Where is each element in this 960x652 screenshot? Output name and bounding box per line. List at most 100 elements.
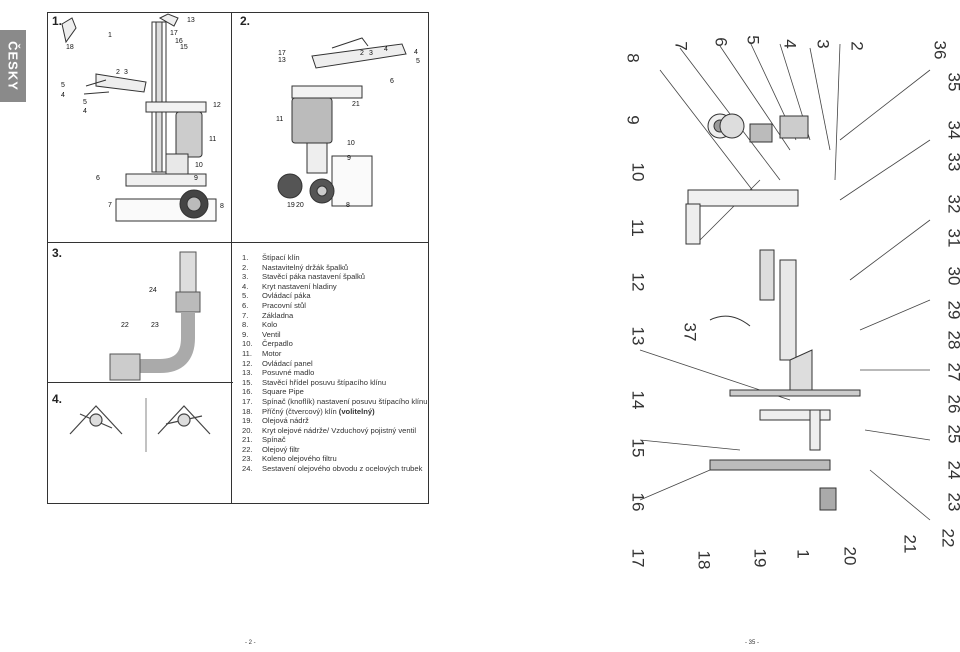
part-callout-number: 11 [627, 219, 647, 237]
part-text: Nastavitelný držák špalků [262, 262, 349, 272]
page-number-right: - 35 - [745, 640, 760, 646]
part-number: 4. [242, 281, 249, 291]
part-number: 13. [242, 368, 253, 378]
part-callout-number: 23 [944, 492, 960, 512]
part-note: (volitelný) [338, 406, 375, 416]
part-callout-number: 25 [944, 424, 960, 444]
parts-list-item: 18. Příčný (čtvercový) klín (volitelný) [242, 407, 428, 417]
divider [231, 12, 232, 242]
part-callout-number: 34 [944, 120, 960, 140]
part-callout-number: 17 [628, 548, 648, 568]
part-callout-number: 32 [944, 194, 960, 214]
part-callout-number: 12 [628, 272, 648, 292]
part-callout-number: 33 [944, 152, 960, 172]
parts-list-item: 22. Olejový filtr [242, 445, 428, 455]
part-description: Základna [262, 311, 293, 321]
part-text: Ventil [262, 329, 281, 339]
part-number: 18. [242, 406, 253, 416]
parts-list-item: 5.Ovládací páka [242, 291, 428, 301]
divider [47, 382, 233, 383]
part-callout-number: 37 [680, 322, 700, 342]
part-text: Pracovní stůl [262, 300, 306, 310]
part-number: 2. [242, 262, 249, 272]
part-description: Čerpadlo [262, 339, 293, 349]
part-callout-number: 36 [930, 40, 950, 60]
parts-list-item: 10. Čerpadlo [242, 339, 428, 349]
parts-list-item: 9. Ventil [242, 330, 428, 340]
section-2-label: 2. [240, 14, 251, 28]
log-splitter-side-illustration [277, 37, 407, 207]
part-callout-number: 1 [793, 549, 813, 559]
part-callout-number: 18 [694, 550, 714, 570]
part-text: Základna [262, 310, 294, 320]
part-callout-number: 28 [944, 330, 960, 350]
part-callout-number: 26 [944, 394, 960, 414]
part-description: Motor [262, 349, 281, 359]
part-description: Příčný (čtvercový) klín (volitelný) [262, 407, 375, 417]
part-number: 12. [242, 358, 253, 368]
parts-list-item: 6. Pracovní stůl [242, 301, 428, 311]
section-4-label: 4. [52, 392, 63, 406]
part-description: Ovládací panel [262, 359, 313, 369]
part-text: Stavěcí páka nastavení špalků [262, 272, 366, 282]
part-callout-number: 10 [628, 162, 648, 182]
parts-list-item: 17.Spínač (knoflík) nastavení posuvu ští… [242, 397, 428, 407]
part-description: Stavěcí hřídel posuvu štípacího klínu [262, 378, 386, 388]
parts-list-item: 7. Základna [242, 311, 428, 321]
part-text: Spínač [262, 435, 286, 445]
part-text: Posuvné madlo [262, 368, 315, 378]
part-number: 19. [242, 416, 253, 426]
part-text: Kryt olejové nádrže/ Vzduchový pojistný … [262, 425, 417, 435]
part-number: 10. [242, 339, 253, 349]
part-callout-number: 21 [900, 534, 920, 554]
log-splitter-front-illustration [61, 13, 217, 222]
parts-list-item: 23. Koleno olejového filtru [242, 454, 428, 464]
part-text: Kryt nastavení hladiny [262, 281, 337, 291]
part-description: Kryt nastavení hladiny [262, 282, 337, 292]
part-callout-number: 20 [840, 546, 860, 566]
part-number: 16. [242, 387, 253, 397]
part-number: 6. [242, 300, 249, 310]
part-text: Ovládací panel [262, 358, 313, 368]
part-callout-number: 24 [944, 460, 960, 480]
parts-list-item: 11.Motor [242, 349, 428, 359]
part-callout-number: 13 [628, 326, 648, 346]
part-text: Kolo [262, 320, 278, 330]
part-description: Ovládací páka [262, 291, 311, 301]
page-number-left: - 2 - [245, 640, 256, 646]
part-number: 22. [242, 444, 253, 454]
part-text: Štípací klín [262, 253, 300, 262]
part-callout-number: 29 [944, 300, 960, 320]
divider [47, 242, 429, 243]
part-description: Olejový filtr [262, 445, 300, 455]
parts-list-item: 20.Kryt olejové nádrže/ Vzduchový pojist… [242, 426, 428, 436]
part-callout-number: 30 [944, 266, 960, 286]
part-number: 23. [242, 454, 253, 464]
part-description: Koleno olejového filtru [262, 454, 337, 464]
part-number: 7. [242, 310, 249, 320]
part-description: Kryt olejové nádrže/ Vzduchový pojistný … [262, 426, 416, 436]
parts-list-item: 4. Kryt nastavení hladiny [242, 282, 428, 292]
parts-list-item: 21. Spínač [242, 435, 428, 445]
section-1-label: 1. [52, 14, 63, 28]
parts-list-item: 1.Štípací klín [242, 253, 428, 263]
part-callout-number: 22 [938, 528, 958, 548]
part-description: Ventil [262, 330, 281, 340]
part-callout-number: 14 [628, 390, 648, 410]
part-text: Motor [262, 348, 282, 358]
part-text: Čerpadlo [262, 339, 293, 349]
part-number: 17. [242, 396, 253, 406]
part-callout-number: 3 [813, 39, 833, 49]
part-description: Pracovní stůl [262, 301, 306, 311]
handle-assembly-illustration [69, 398, 211, 452]
part-number: 9. [242, 329, 249, 339]
parts-list-item: 12. Ovládací panel [242, 359, 428, 369]
part-number: 21. [242, 435, 253, 445]
part-description: Sestavení olejového obvodu z ocelových t… [262, 464, 422, 474]
part-description: Nastavitelný držák špalků [262, 263, 348, 273]
part-number: 3. [242, 272, 249, 282]
part-text: Příčný (čtvercový) klín [262, 406, 339, 416]
part-description: Kolo [262, 320, 277, 330]
part-description: Posuvné madlo [262, 368, 314, 378]
part-callout-number: 6 [711, 37, 731, 47]
